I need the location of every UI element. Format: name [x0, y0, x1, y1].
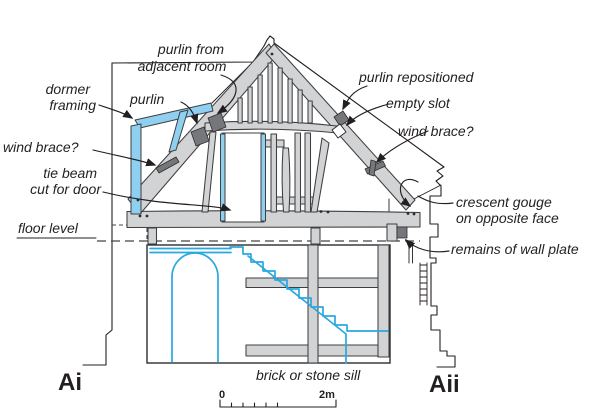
leader-dormer: [98, 104, 134, 119]
ground-floor: [146, 244, 391, 364]
stud-curved: [281, 147, 291, 213]
section-label-ai: Ai: [58, 369, 82, 396]
wall-brace: [310, 137, 330, 213]
leader-lines: [92, 74, 454, 253]
label-wind-brace-left: wind brace?: [3, 139, 79, 155]
stud: [267, 62, 273, 124]
stud: [304, 132, 312, 213]
window-mullions: [419, 262, 428, 306]
leader-crescent: [417, 195, 454, 205]
label-crescent-1: crescent gouge: [456, 194, 552, 210]
label-purlin-from-2: adjacent room: [138, 58, 227, 74]
label-tie-beam-1: tie beam: [43, 165, 97, 181]
door-jamb-right: [260, 133, 266, 222]
leader-purlin-repositioned: [342, 85, 368, 111]
label-crescent-2: on opposite face: [456, 210, 559, 226]
scale-bar: 0 2m: [219, 389, 337, 408]
roof-inner-edge: [409, 184, 442, 202]
stud: [287, 78, 293, 124]
leader-wall-plate: [404, 238, 450, 253]
leader-tie-beam: [102, 191, 232, 212]
scale-zero: 0: [219, 389, 225, 401]
purlin-block: [190, 126, 210, 147]
label-wind-brace-right: wind brace?: [398, 123, 474, 139]
stud: [277, 67, 283, 124]
post-stub-right: [386, 223, 398, 242]
leader-wind-brace-left: [92, 149, 157, 167]
stud: [257, 74, 263, 124]
dormer-framing-group: [130, 102, 214, 215]
label-wall-plate: remains of wall plate: [451, 241, 579, 257]
label-floor-level: floor level: [18, 220, 79, 236]
stud: [307, 100, 313, 124]
outline-path: [82, 35, 456, 368]
wall-plate-remnant: [396, 226, 408, 239]
wind-brace-slot-left: [155, 156, 180, 174]
label-sill: brick or stone sill: [256, 367, 361, 383]
ground-wall-post: [377, 244, 390, 358]
label-dormer-1: dormer: [46, 81, 92, 97]
leader-wind-brace-right: [375, 130, 429, 164]
wind-brace-slot-right: [364, 159, 386, 177]
section-label-aii: Aii: [429, 371, 460, 398]
door-jamb-left: [220, 133, 226, 222]
gable-studs: [237, 62, 313, 124]
floor-level-line: [97, 214, 420, 242]
wall-studs: [201, 131, 330, 213]
empty-slot-mortice: [331, 123, 347, 139]
stud: [297, 89, 303, 124]
leader-purlin: [180, 101, 199, 125]
annotations: purlin from adjacent room dormer framing…: [3, 41, 579, 398]
stud: [247, 86, 253, 124]
stud: [237, 97, 243, 124]
stair-stringer: [247, 255, 347, 364]
door-opening: [221, 132, 265, 223]
corner-post-lines: [408, 243, 413, 264]
sill-beam-lines: [149, 247, 232, 254]
label-empty-slot: empty slot: [386, 95, 451, 111]
leaning-stud: [201, 131, 217, 213]
arched-doorway: [171, 252, 219, 363]
post-stub-left: [147, 227, 158, 245]
dormer-post: [130, 123, 142, 215]
purlin-from-adjacent-block: [207, 112, 227, 133]
doorway: [220, 132, 266, 223]
scale-max: 2m: [319, 389, 335, 401]
dormer-stud: [168, 109, 189, 153]
tie-beam: [126, 210, 421, 229]
label-dormer-2: framing: [49, 97, 96, 113]
joint-evidence: [155, 110, 386, 177]
label-purlin-from-1: purlin from: [157, 41, 224, 57]
stud: [270, 133, 278, 213]
ground-floor-wall: [146, 244, 391, 364]
label-tie-beam-2: cut for door: [30, 181, 102, 197]
crescent-gouge-arrow: [399, 178, 419, 207]
scale-bar-line: [219, 399, 337, 408]
label-purlin-repositioned: purlin repositioned: [358, 69, 475, 85]
stud: [294, 132, 302, 213]
post-stub-centre: [310, 227, 321, 245]
label-purlin: purlin: [129, 91, 164, 107]
leader-purlin-from: [216, 74, 237, 114]
leader-empty-slot: [345, 103, 390, 127]
